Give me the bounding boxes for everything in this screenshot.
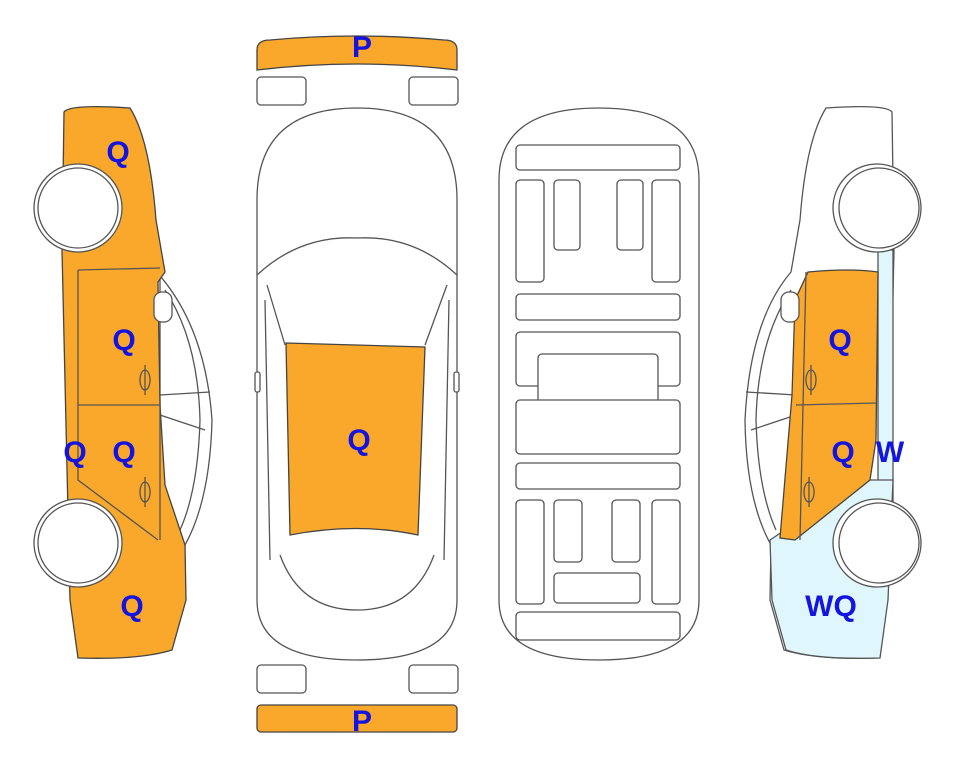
- right-pillar-label: W: [876, 436, 905, 469]
- rear-bumper-label: P: [352, 705, 372, 738]
- top-view: [254, 35, 460, 733]
- rear-bumper[interactable]: [256, 704, 458, 733]
- left-front-door-label: Q: [112, 324, 135, 357]
- left-sill-label: Q: [63, 436, 86, 469]
- underbody-view: [498, 107, 700, 661]
- left-side-view: [33, 106, 213, 659]
- left-rear-label: Q: [120, 590, 143, 623]
- right-side-view: [744, 106, 922, 659]
- right-rear-door-label: Q: [831, 436, 854, 469]
- front-bumper-label: P: [352, 31, 372, 64]
- roof-label: Q: [347, 424, 370, 457]
- right-rear-label: WQ: [805, 590, 857, 623]
- right-front-door-label: Q: [828, 324, 851, 357]
- left-greenhouse[interactable]: [149, 264, 213, 546]
- left-front-label: Q: [106, 136, 129, 169]
- roof-panel[interactable]: [285, 342, 426, 536]
- left-rear-door-label: Q: [112, 436, 135, 469]
- front-bumper[interactable]: [256, 35, 458, 71]
